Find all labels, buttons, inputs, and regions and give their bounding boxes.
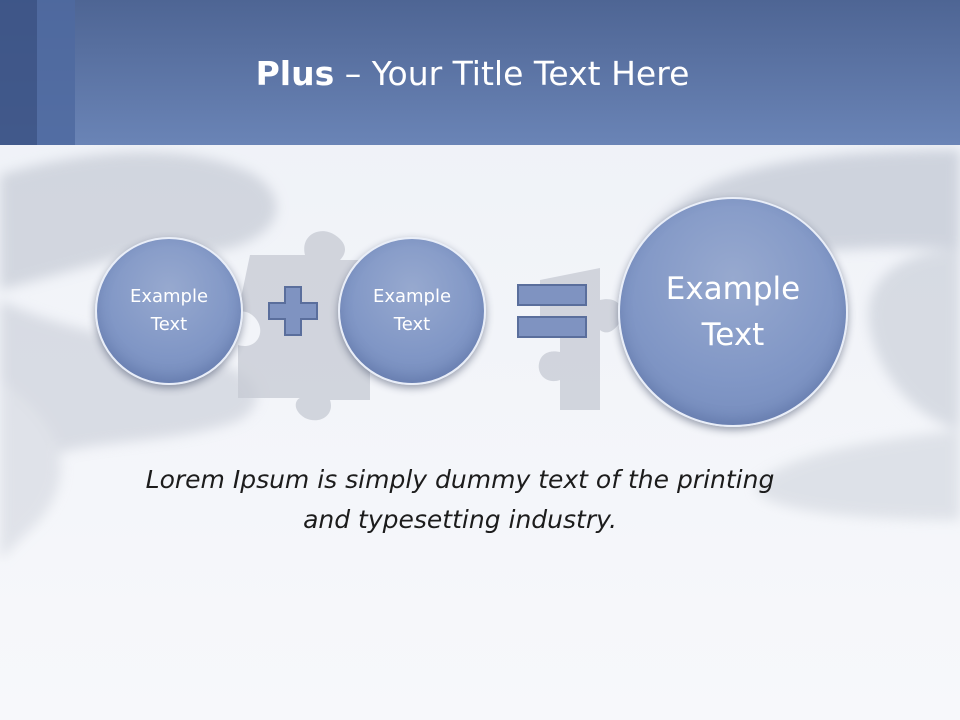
body-text-line2: and typesetting industry.	[303, 505, 617, 534]
body-text-line1: Lorem Ipsum is simply dummy text of the …	[145, 465, 775, 494]
slide-title: Plus – Your Title Text Here	[0, 52, 945, 96]
right-operand-line2: Text	[393, 314, 431, 335]
slide-title-rest: – Your Title Text Here	[334, 54, 690, 93]
slide-title-bold: Plus	[255, 54, 335, 93]
result-circle: Example Text	[618, 197, 848, 427]
result-line2: Text	[701, 317, 765, 353]
header-accent-strip	[37, 0, 75, 145]
plus-icon	[268, 286, 318, 336]
left-operand-circle: Example Text	[95, 237, 243, 385]
equals-icon	[517, 284, 587, 338]
right-operand-line1: Example	[372, 286, 452, 307]
header-accent-strip	[0, 0, 37, 145]
left-operand-line2: Text	[150, 314, 188, 335]
left-operand-line1: Example	[129, 286, 209, 307]
body-text: Lorem Ipsum is simply dummy text of the …	[100, 460, 820, 540]
result-line1: Example	[665, 271, 801, 307]
header-band: Plus – Your Title Text Here	[0, 0, 960, 145]
right-operand-circle: Example Text	[338, 237, 486, 385]
